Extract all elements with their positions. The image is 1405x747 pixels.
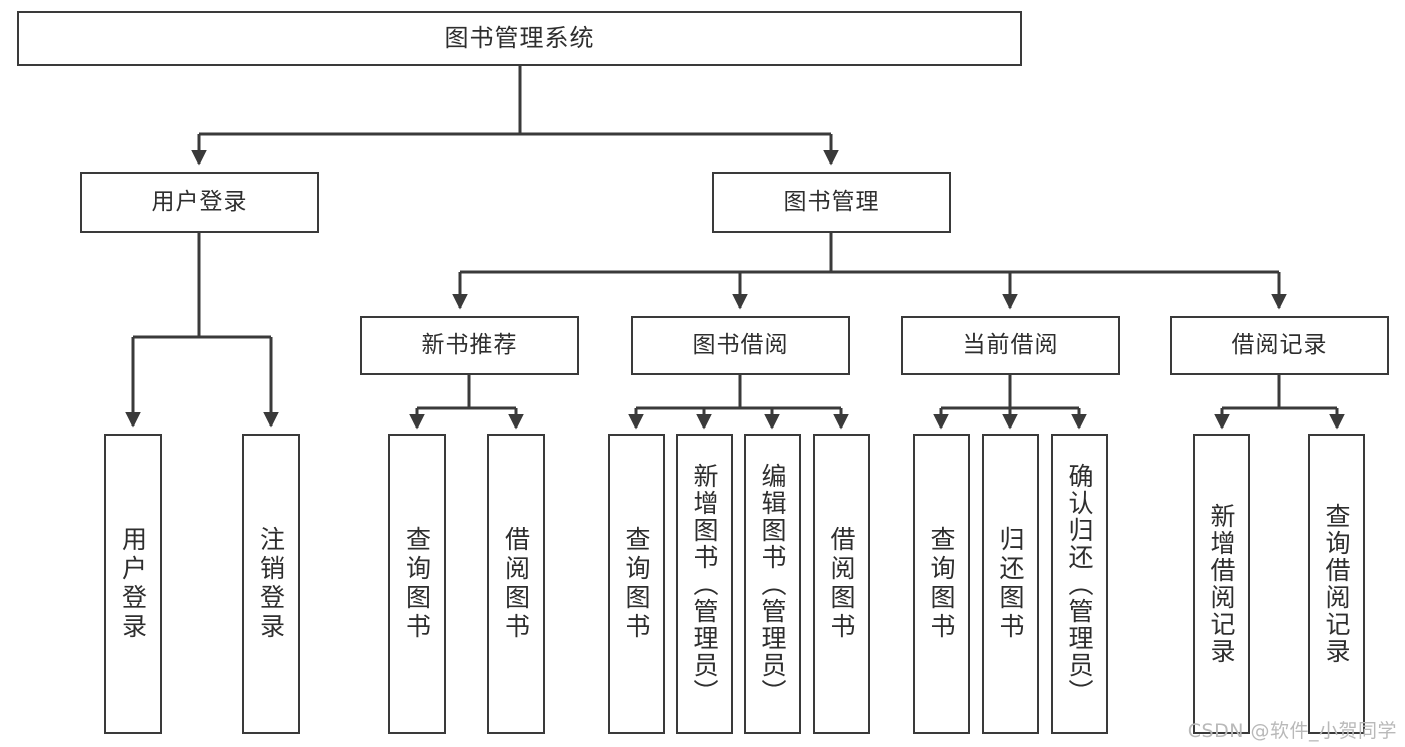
leaf-borrow-book-borrow[interactable]: 借阅图书 — [813, 434, 870, 734]
node-label: 注销登录 — [256, 526, 286, 642]
node-label: 图书管理 — [783, 188, 880, 215]
csdn-watermark: CSDN @软件_小贺同学 — [1187, 720, 1397, 742]
node-label: 新增借阅记录 — [1207, 503, 1236, 665]
leaf-borrow-book-recommend[interactable]: 借阅图书 — [487, 434, 545, 734]
leaf-query-borrow-record[interactable]: 查询借阅记录 — [1308, 434, 1365, 734]
node-label: 查询借阅记录 — [1322, 503, 1351, 665]
node-label: 确认归还（管理员） — [1065, 462, 1094, 706]
leaf-query-book-current[interactable]: 查询图书 — [913, 434, 970, 734]
leaf-logout-login[interactable]: 注销登录 — [242, 434, 300, 734]
node-user-login[interactable]: 用户登录 — [80, 172, 319, 233]
node-label: 新增图书（管理员） — [690, 462, 719, 706]
node-label: 借阅图书 — [501, 526, 531, 642]
leaf-user-login[interactable]: 用户登录 — [104, 434, 162, 734]
node-label: 用户登录 — [151, 188, 248, 215]
node-book-manage[interactable]: 图书管理 — [712, 172, 951, 233]
leaf-query-book-recommend[interactable]: 查询图书 — [388, 434, 446, 734]
leaf-add-book-admin[interactable]: 新增图书（管理员） — [676, 434, 733, 734]
node-label: 查询图书 — [622, 526, 651, 642]
node-book-borrow[interactable]: 图书借阅 — [631, 316, 850, 375]
node-label: 借阅记录 — [1231, 331, 1328, 358]
node-label: 图书借阅 — [692, 331, 789, 358]
node-borrow-record[interactable]: 借阅记录 — [1170, 316, 1389, 375]
leaf-confirm-return-admin[interactable]: 确认归还（管理员） — [1051, 434, 1108, 734]
node-label: 查询图书 — [402, 526, 432, 642]
node-label: 归还图书 — [996, 526, 1025, 642]
node-label: 用户登录 — [118, 526, 148, 642]
node-label: 图书管理系统 — [444, 24, 595, 53]
node-label: 查询图书 — [927, 526, 956, 642]
node-label: 当前借阅 — [962, 331, 1059, 358]
node-label: 新书推荐 — [421, 331, 518, 358]
node-current-borrow[interactable]: 当前借阅 — [901, 316, 1120, 375]
node-new-book-recommend[interactable]: 新书推荐 — [360, 316, 579, 375]
node-label: 借阅图书 — [827, 526, 856, 642]
leaf-edit-book-admin[interactable]: 编辑图书（管理员） — [744, 434, 801, 734]
leaf-query-book-borrow[interactable]: 查询图书 — [608, 434, 665, 734]
node-label: 编辑图书（管理员） — [758, 462, 787, 706]
leaf-add-borrow-record[interactable]: 新增借阅记录 — [1193, 434, 1250, 734]
leaf-return-book[interactable]: 归还图书 — [982, 434, 1039, 734]
node-root-system[interactable]: 图书管理系统 — [17, 11, 1022, 66]
